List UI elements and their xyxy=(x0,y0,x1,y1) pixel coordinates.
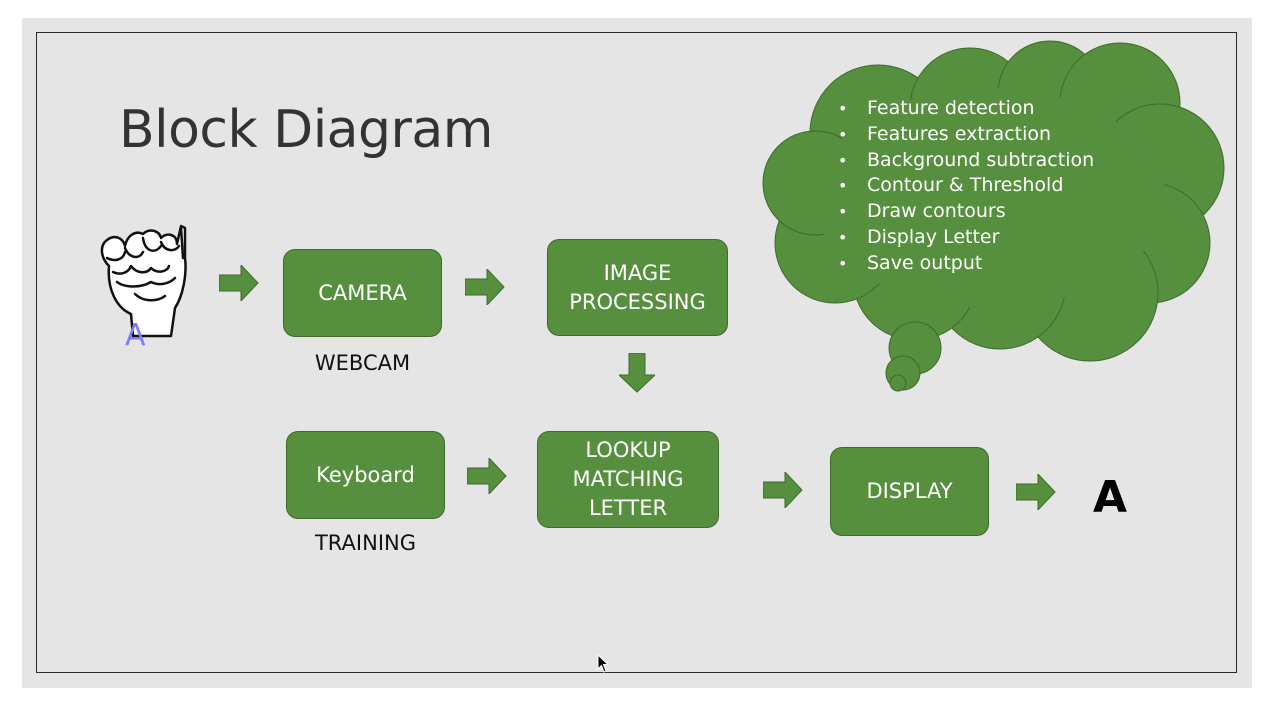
image-processing-box: IMAGE PROCESSING xyxy=(547,239,728,336)
arrow-down-icon xyxy=(619,353,655,393)
lookup-line-3: LETTER xyxy=(588,496,668,520)
mouse-cursor-icon xyxy=(597,654,610,673)
arrow-right-icon xyxy=(467,458,507,494)
display-box: DISPLAY xyxy=(830,447,989,536)
hand-sign-letter: A xyxy=(125,318,146,353)
lookup-matching-letter-box: LOOKUP MATCHING LETTER xyxy=(537,431,719,528)
lookup-line-1: LOOKUP xyxy=(585,438,671,462)
image-processing-line-2: PROCESSING xyxy=(569,289,706,314)
list-item: Background subtraction xyxy=(836,148,1094,174)
output-letter: A xyxy=(1093,472,1128,523)
lookup-line-2: MATCHING xyxy=(572,467,684,491)
list-item: Contour & Threshold xyxy=(836,173,1094,199)
training-caption: TRAINING xyxy=(314,531,416,555)
webcam-caption: WEBCAM xyxy=(314,351,411,375)
list-item: Features extraction xyxy=(836,122,1094,148)
list-item: Feature detection xyxy=(836,96,1094,122)
camera-box: CAMERA xyxy=(283,249,442,337)
arrow-right-icon xyxy=(465,269,505,305)
image-processing-line-1: IMAGE xyxy=(603,260,672,285)
list-item: Draw contours xyxy=(836,199,1094,225)
processing-steps-list: Feature detection Features extraction Ba… xyxy=(836,96,1094,277)
list-item: Display Letter xyxy=(836,225,1094,251)
arrow-right-icon xyxy=(1016,474,1056,510)
camera-label: CAMERA xyxy=(318,280,407,305)
keyboard-label: Keyboard xyxy=(316,462,415,487)
keyboard-box: Keyboard xyxy=(286,431,445,519)
slide-title: Block Diagram xyxy=(119,100,493,160)
list-item: Save output xyxy=(836,251,1094,277)
hand-sign-icon xyxy=(100,224,187,338)
arrow-right-icon xyxy=(763,472,803,508)
arrow-right-icon xyxy=(219,265,259,301)
slide-frame xyxy=(36,32,1237,673)
display-label: DISPLAY xyxy=(866,479,953,503)
